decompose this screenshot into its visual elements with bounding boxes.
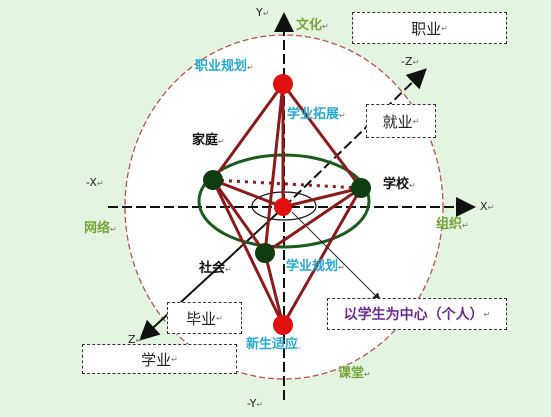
axis-y-neg-label: -Y↵ — [247, 397, 264, 410]
box-study: 学业↵ — [82, 344, 237, 374]
label-classroom: 课堂↵ — [338, 366, 371, 381]
label-society: 社会↵ — [199, 261, 232, 276]
edge-school-society — [264, 186, 362, 255]
node-school — [351, 178, 371, 198]
edge-family-society — [211, 179, 267, 254]
node-society — [255, 243, 275, 263]
label-academic-expansion: 学业拓展↵ — [287, 107, 346, 122]
axis-x-pos-label: X↵ — [480, 200, 495, 213]
node-family — [203, 170, 223, 190]
label-culture: 文化↵ — [296, 18, 329, 33]
edge-top-society — [263, 83, 285, 254]
node-career-planning — [273, 74, 293, 94]
axis-y-pos-label: Y↵ — [256, 6, 270, 19]
node-freshman-adaptation — [273, 315, 293, 335]
box-student-centered: 以学生为中心（个人）↵ — [327, 298, 507, 330]
z-axis — [139, 206, 285, 341]
edge-school-bottom — [281, 187, 363, 326]
label-organization: 组织↵ — [436, 217, 469, 232]
axis-x-neg-label: -X↵ — [86, 176, 104, 189]
edge-top-family — [211, 83, 285, 181]
edge-society-bottom — [263, 252, 285, 326]
neg-z-axis — [283, 68, 427, 208]
edge-family-bottom — [211, 179, 285, 326]
label-academic-planning: 学业规划↵ — [286, 259, 345, 274]
center-pointer-arrow — [291, 211, 381, 301]
label-school: 学校↵ — [383, 177, 416, 192]
axis-z-pos-label: Z↵ — [128, 333, 143, 346]
edge-school-center — [282, 186, 362, 209]
family-school-dotted-line — [212, 178, 362, 190]
box-graduation: 毕业↵ — [167, 302, 242, 334]
box-career: 职业↵ — [352, 12, 507, 44]
node-center — [274, 198, 292, 216]
label-career-planning: 职业规划↵ — [195, 59, 254, 74]
edge-top-school — [281, 83, 363, 189]
axis-z-neg-label: -Z↵ — [401, 55, 420, 68]
edges — [211, 83, 363, 326]
label-freshman-adaptation: 新生适应. — [246, 337, 301, 352]
label-network: 网络↵ — [84, 221, 117, 236]
label-family: 家庭↵ — [192, 133, 225, 148]
edge-family-center — [212, 178, 284, 209]
box-employment: 就业↵ — [366, 104, 436, 138]
